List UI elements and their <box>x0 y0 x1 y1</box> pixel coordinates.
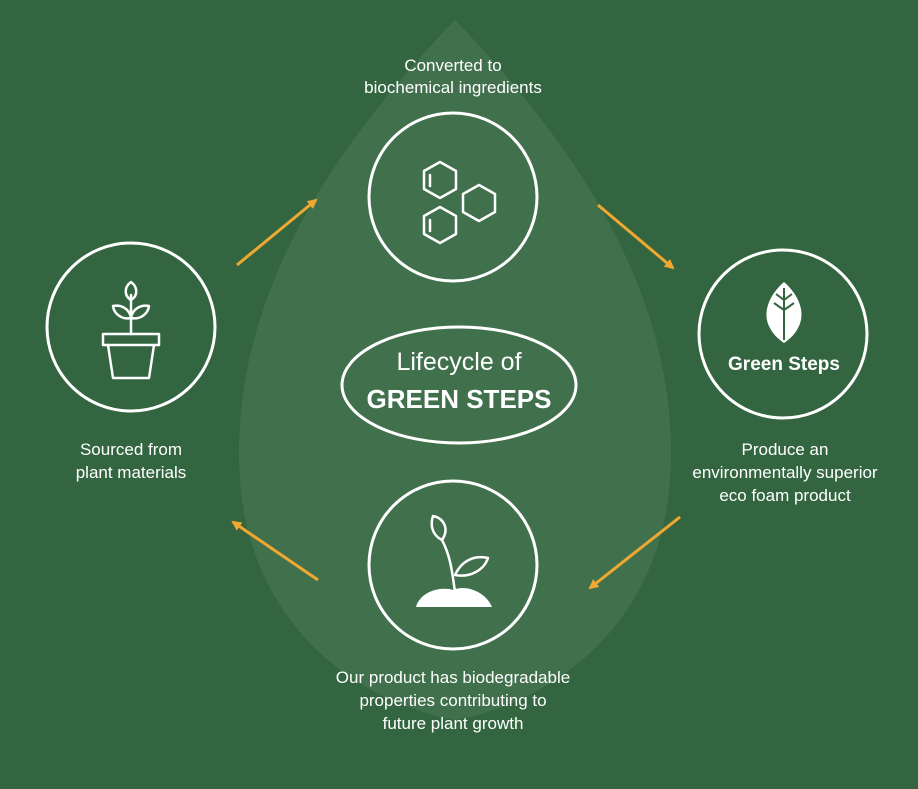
step-produce-line3: eco foam product <box>719 486 851 505</box>
center-line2: GREEN STEPS <box>367 384 552 414</box>
step-source-line2: plant materials <box>76 463 187 482</box>
step-biodegrade-line1: Our product has biodegradable <box>336 668 570 687</box>
step-biodegrade-line3: future plant growth <box>383 714 524 733</box>
leaf-watermark <box>239 20 671 720</box>
step-convert-line1: Converted to <box>404 56 501 75</box>
potted-plant-icon <box>101 280 161 380</box>
step-produce-line2: environmentally superior <box>692 463 878 482</box>
step-convert-line2: biochemical ingredients <box>364 78 542 97</box>
arrow-biodegrade-to-source <box>231 520 319 582</box>
step-source-line1: Sourced from <box>80 440 182 459</box>
arrow-source-to-convert <box>236 198 318 267</box>
center-line1: Lifecycle of <box>396 348 521 376</box>
step-produce-line1: Produce an <box>742 440 829 459</box>
green-steps-logo-text: Green Steps <box>728 354 840 375</box>
arrow-produce-to-biodegrade <box>588 515 681 590</box>
step-convert: Converted to biochemical ingredients <box>364 56 542 283</box>
step-biodegrade-line2: properties contributing to <box>359 691 546 710</box>
step-produce: Green Steps Produce an environmentally s… <box>692 248 878 505</box>
step-biodegrade: Our product has biodegradable properties… <box>336 479 570 733</box>
green-steps-leaf-icon <box>766 282 802 343</box>
arrow-convert-to-produce <box>597 203 675 270</box>
step-source: Sourced from plant materials <box>45 241 217 482</box>
hexagon-molecule-icon <box>422 160 497 245</box>
center-title: Lifecycle of GREEN STEPS <box>340 325 578 445</box>
sprout-soil-icon <box>416 514 492 607</box>
